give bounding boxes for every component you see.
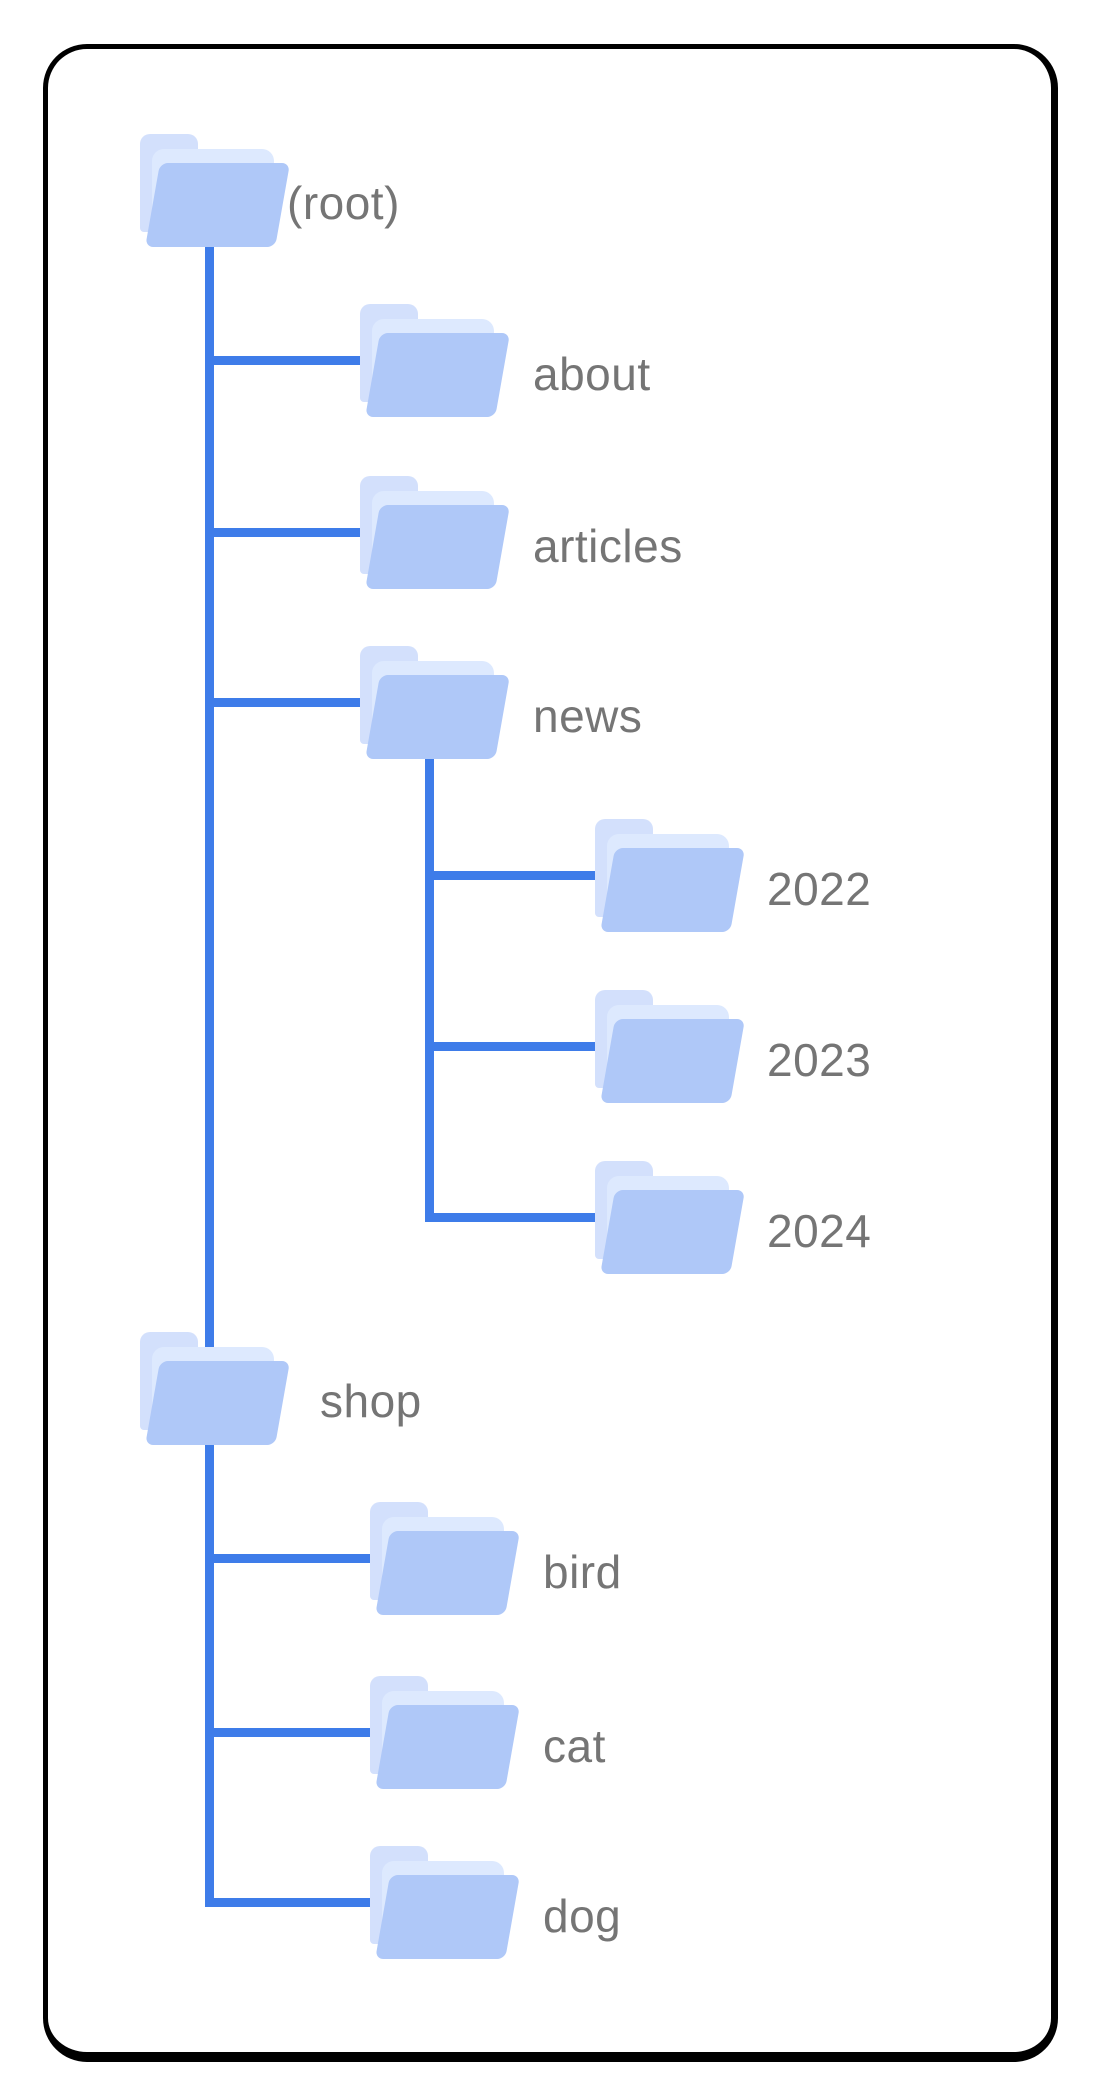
2023-branch-connector [425, 1042, 620, 1051]
2024-branch-connector [425, 1213, 620, 1222]
folder-front [375, 1875, 520, 1959]
news-branch-connector [205, 698, 390, 707]
folder-label-articles: articles [533, 520, 683, 572]
folder-label-dog: dog [543, 1890, 622, 1942]
news-trunk-connector [425, 750, 434, 1222]
folder-icon-cat [370, 1676, 522, 1789]
folder-label-shop: shop [320, 1375, 422, 1427]
folder-label-2023: 2023 [767, 1034, 872, 1086]
folder-label-about: about [533, 348, 651, 400]
folder-label-root: (root) [287, 177, 400, 229]
folder-icon-shop [140, 1332, 292, 1445]
folder-label-news: news [533, 690, 643, 742]
folder-front [375, 1531, 520, 1615]
articles-branch-connector [205, 528, 390, 537]
folder-front [145, 163, 290, 247]
folder-icon-dog [370, 1846, 522, 1959]
folder-front [365, 333, 510, 417]
folder-label-cat: cat [543, 1720, 606, 1772]
folder-front [375, 1705, 520, 1789]
folder-label-2022: 2022 [767, 863, 872, 915]
folder-icon-news [360, 646, 512, 759]
about-branch-connector [205, 356, 390, 365]
folder-front [600, 848, 745, 932]
folder-icon-about [360, 304, 512, 417]
folder-label-2024: 2024 [767, 1205, 872, 1257]
folder-icon-articles [360, 476, 512, 589]
cat-branch-connector [205, 1728, 400, 1737]
folder-label-bird: bird [543, 1546, 622, 1598]
folder-icon-root [140, 134, 292, 247]
dog-branch-connector [205, 1898, 400, 1907]
folder-icon-2022 [595, 819, 747, 932]
2022-branch-connector [425, 871, 620, 880]
folder-icon-2023 [595, 990, 747, 1103]
folder-front [145, 1361, 290, 1445]
folder-front [600, 1019, 745, 1103]
root-trunk-connector [205, 240, 214, 1907]
folder-front [365, 675, 510, 759]
folder-icon-bird [370, 1502, 522, 1615]
bird-branch-connector [205, 1554, 400, 1563]
folder-front [365, 505, 510, 589]
folder-icon-2024 [595, 1161, 747, 1274]
folder-front [600, 1190, 745, 1274]
